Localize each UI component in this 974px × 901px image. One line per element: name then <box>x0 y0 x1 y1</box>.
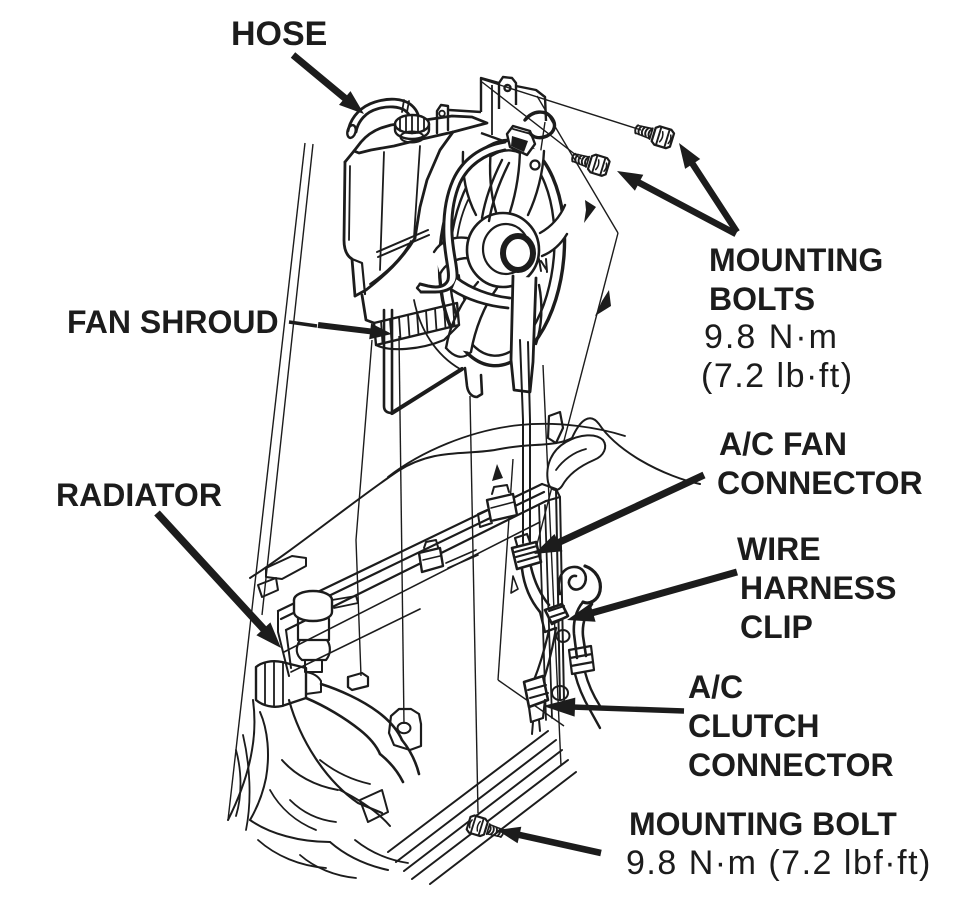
svg-text:A/C: A/C <box>688 669 743 705</box>
svg-text:HARNESS: HARNESS <box>740 570 896 606</box>
svg-text:CLIP: CLIP <box>740 609 813 645</box>
svg-text:HOSE: HOSE <box>231 15 327 53</box>
svg-text:9.8 N·m: 9.8 N·m <box>704 318 839 356</box>
svg-text:A/C FAN: A/C FAN <box>719 426 847 462</box>
svg-text:RADIATOR: RADIATOR <box>56 477 222 513</box>
svg-text:(7.2 lb·ft): (7.2 lb·ft) <box>701 357 854 395</box>
svg-text:BOLTS: BOLTS <box>709 281 815 317</box>
svg-text:CONNECTOR: CONNECTOR <box>688 747 894 783</box>
svg-text:WIRE: WIRE <box>737 531 821 567</box>
svg-text:9.8 N·m (7.2 lbf·ft): 9.8 N·m (7.2 lbf·ft) <box>626 844 932 882</box>
svg-text:FAN SHROUD: FAN SHROUD <box>67 304 279 340</box>
svg-text:MOUNTING BOLT: MOUNTING BOLT <box>629 806 897 842</box>
svg-text:CONNECTOR: CONNECTOR <box>717 465 923 501</box>
svg-text:MOUNTING: MOUNTING <box>709 242 883 278</box>
svg-text:CLUTCH: CLUTCH <box>688 708 820 744</box>
